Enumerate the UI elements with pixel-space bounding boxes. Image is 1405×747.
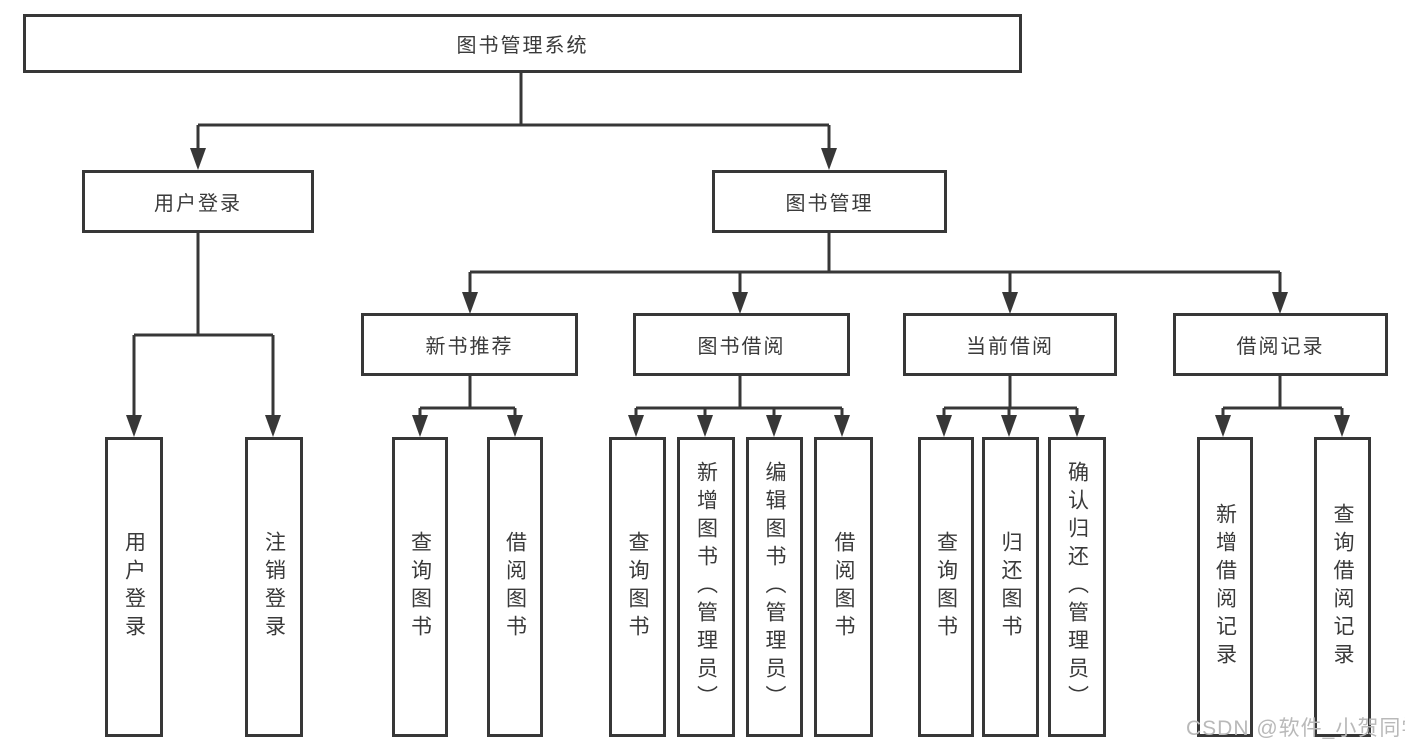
node-book-borrowing: 图书借阅 — [633, 313, 850, 376]
leaf-query-borrow-record: 查询借阅记录 — [1314, 437, 1371, 737]
leaf-return-book-label: 归还图书 — [999, 531, 1022, 643]
leaf-borrow-book-label: 借阅图书 — [832, 531, 855, 643]
leaf-add-book-admin: 新增图书（管理员） — [677, 437, 735, 737]
connector-current-borrow-to-leaves — [936, 376, 1085, 437]
leaf-query-book-borrowing-label: 查询图书 — [626, 531, 649, 643]
leaf-query-book-recommend-label: 查询图书 — [408, 531, 432, 643]
node-book-management: 图书管理 — [712, 170, 947, 233]
leaf-borrow-book-recommend: 借阅图书 — [487, 437, 543, 737]
leaf-return-book: 归还图书 — [982, 437, 1039, 737]
leaf-query-book-current-label: 查询图书 — [934, 531, 958, 643]
leaf-user-login-label: 用户登录 — [122, 531, 146, 643]
leaf-query-borrow-record-label: 查询借阅记录 — [1331, 503, 1354, 671]
leaf-query-book-borrowing: 查询图书 — [609, 437, 666, 737]
leaf-borrow-book: 借阅图书 — [814, 437, 873, 737]
leaf-add-borrow-record: 新增借阅记录 — [1197, 437, 1253, 737]
node-borrowing-records: 借阅记录 — [1173, 313, 1388, 376]
leaf-confirm-return-admin-label: 确认归还（管理员） — [1065, 461, 1089, 713]
connector-book-mgmt-to-level3 — [462, 233, 1288, 314]
leaf-query-book-recommend: 查询图书 — [392, 437, 448, 737]
leaf-logout: 注销登录 — [245, 437, 303, 737]
connector-book-borrow-to-leaves — [628, 376, 850, 437]
leaf-add-borrow-record-label: 新增借阅记录 — [1213, 503, 1237, 671]
connector-root-to-level2 — [190, 73, 837, 170]
connector-new-book-rec-to-leaves — [412, 376, 523, 437]
node-current-borrowing: 当前借阅 — [903, 313, 1117, 376]
leaf-logout-label: 注销登录 — [262, 531, 286, 643]
leaf-query-book-current: 查询图书 — [918, 437, 974, 737]
leaf-add-book-admin-label: 新增图书（管理员） — [694, 461, 718, 713]
leaf-edit-book-admin: 编辑图书（管理员） — [746, 437, 803, 737]
node-root-system: 图书管理系统 — [23, 14, 1022, 73]
leaf-user-login: 用户登录 — [105, 437, 163, 737]
connector-user-login-to-leaves — [126, 233, 281, 437]
leaf-borrow-book-recommend-label: 借阅图书 — [503, 531, 527, 643]
connector-borrow-record-to-leaves — [1215, 376, 1350, 437]
node-new-book-recommend: 新书推荐 — [361, 313, 578, 376]
leaf-edit-book-admin-label: 编辑图书（管理员） — [763, 461, 786, 713]
csdn-watermark: CSDN @软件_小贺同学 — [1186, 717, 1405, 740]
node-user-login: 用户登录 — [82, 170, 314, 233]
leaf-confirm-return-admin: 确认归还（管理员） — [1048, 437, 1106, 737]
